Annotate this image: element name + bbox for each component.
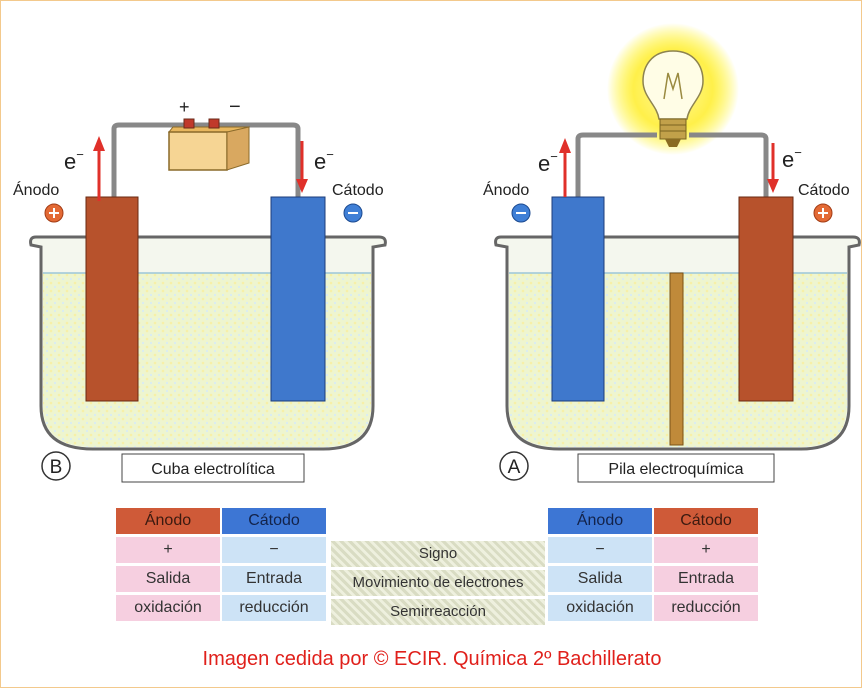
electrolytic-cell: + − e− e− Ánodo Cátodo B Cuba electrolít… <box>13 96 387 483</box>
left-table-cell: reducción <box>222 595 326 621</box>
left-table-cell: oxidación <box>116 595 220 621</box>
left-cathode-arrow <box>296 141 308 193</box>
left-table-cell: Salida <box>116 566 220 592</box>
electrochemistry-diagram: + − e− e− Ánodo Cátodo B Cuba electrolít… <box>13 23 861 483</box>
right-table-cell: oxidación <box>548 595 652 621</box>
left-letter-circle <box>41 451 71 481</box>
left-letter: B <box>50 457 63 478</box>
light-bulb-icon <box>642 50 704 147</box>
left-cathode-electrode <box>270 196 326 402</box>
left-comparison-table: Ánodo Cátodo + − Salida Entrada oxidació… <box>114 505 328 624</box>
right-table-header-anode: Ánodo <box>548 508 652 534</box>
battery-icon <box>167 118 251 171</box>
left-anode-arrow <box>93 136 105 201</box>
right-anode-electrode <box>551 196 605 402</box>
left-wire <box>111 122 301 197</box>
right-letter: A <box>508 457 521 478</box>
left-table-header-anode: Ánodo <box>116 508 220 534</box>
left-cathode-label: Cátodo <box>332 182 384 199</box>
right-anode-arrow <box>559 138 571 197</box>
left-table-cell: Entrada <box>222 566 326 592</box>
left-electron-label-cathode: e− <box>314 147 334 174</box>
battery-plus-label: + <box>179 97 190 117</box>
salt-bridge <box>669 272 684 446</box>
right-caption: Pila electroquímica <box>608 461 743 478</box>
right-table-cell: reducción <box>654 595 758 621</box>
left-table-cell: + <box>116 537 220 563</box>
positive-ion-icon <box>813 203 833 223</box>
right-table-cell: + <box>654 537 758 563</box>
right-anode-label: Ánodo <box>483 180 529 199</box>
positive-ion-icon <box>44 203 64 223</box>
right-letter-circle <box>499 451 529 481</box>
right-table-header-cathode: Cátodo <box>654 508 758 534</box>
right-electron-label-cathode: e− <box>782 145 802 172</box>
left-anode-electrode <box>85 196 139 402</box>
right-table-cell: Entrada <box>654 566 758 592</box>
negative-ion-icon <box>511 203 531 223</box>
right-cathode-label: Cátodo <box>798 182 850 199</box>
galvanic-cell: e− e− Ánodo Cátodo A Pila electroquímica <box>483 23 861 483</box>
right-electron-label-anode: e− <box>538 149 558 176</box>
image-credit: Imagen cedida por © ECIR. Química 2º Bac… <box>202 648 662 670</box>
right-caption-box <box>577 453 775 483</box>
right-table-cell: Salida <box>548 566 652 592</box>
left-table-cell: − <box>222 537 326 563</box>
left-caption: Cuba electrolítica <box>151 461 275 478</box>
right-table-cell: − <box>548 537 652 563</box>
left-anode-label: Ánodo <box>13 180 59 199</box>
negative-ion-icon <box>343 203 363 223</box>
right-wire <box>575 132 769 197</box>
left-table-header-cathode: Cátodo <box>222 508 326 534</box>
left-caption-box <box>121 453 305 483</box>
right-cathode-electrode <box>738 196 794 402</box>
middle-row-label: Signo <box>331 541 545 567</box>
right-cathode-arrow <box>767 143 779 193</box>
left-electron-label-anode: e− <box>64 147 84 174</box>
battery-minus-label: − <box>229 96 241 118</box>
middle-row-label: Movimiento de electrones <box>331 570 545 596</box>
middle-row-label: Semirreacción <box>331 599 545 625</box>
right-comparison-table: Ánodo Cátodo − + Salida Entrada oxidació… <box>546 505 760 624</box>
